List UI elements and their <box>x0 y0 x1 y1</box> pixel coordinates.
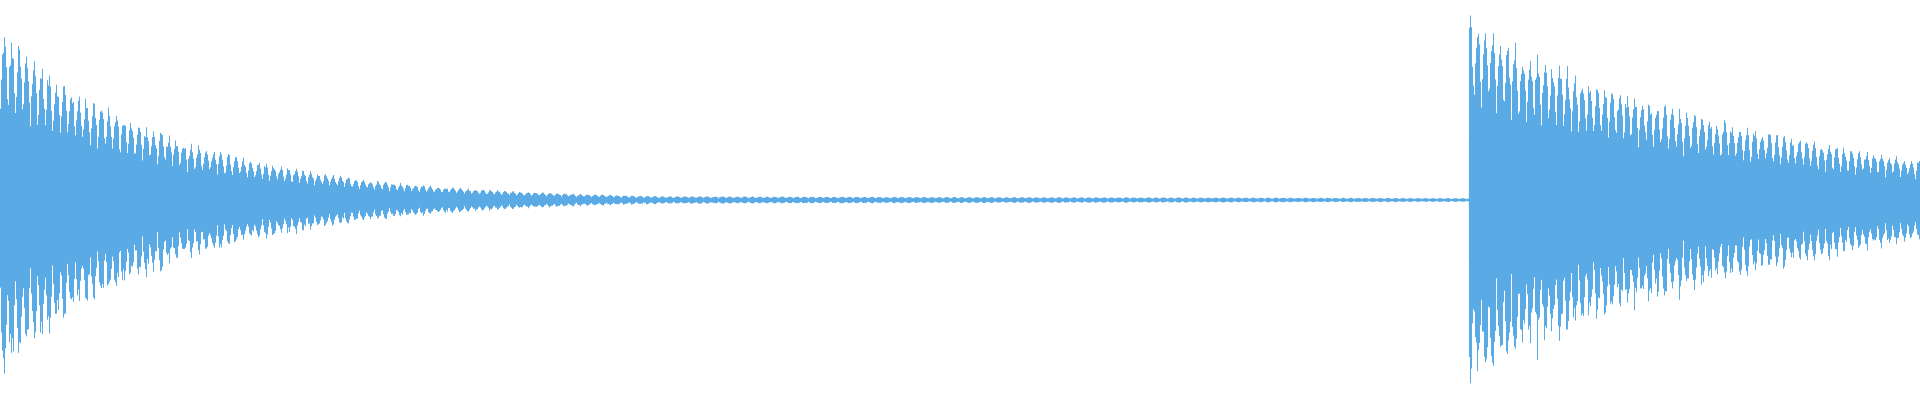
waveform-samples <box>0 15 1920 384</box>
waveform-core <box>0 140 1920 260</box>
